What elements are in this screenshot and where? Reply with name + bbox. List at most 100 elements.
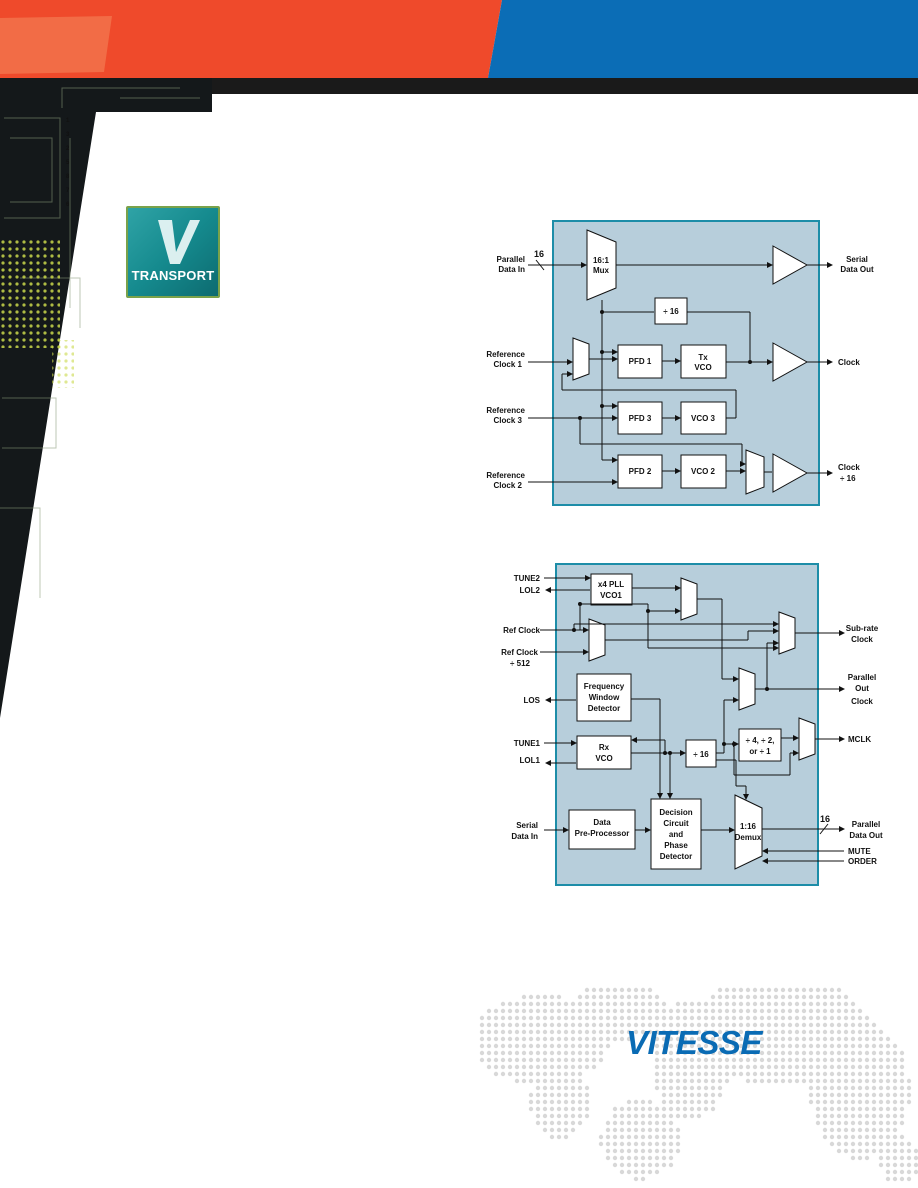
tx-vco2-label: VCO 2 [691, 467, 716, 476]
tx-parallel-in-l1: Parallel [497, 255, 525, 264]
rx-pll-l2: VCO1 [600, 591, 622, 600]
tx-txvco-label2: VCO [694, 363, 711, 372]
rx-freqwin-l1: Frequency [584, 682, 625, 691]
tx-pfd3-label: PFD 3 [629, 414, 652, 423]
svg-text:2: 2 [66, 146, 70, 152]
rx-mux-ref [588, 618, 606, 662]
tx-serial-out-l1: Serial [846, 255, 868, 264]
rx-freqwin-l3: Detector [588, 704, 620, 713]
dotted-world-map [479, 987, 918, 1182]
tx-serial-out-l2: Data Out [840, 265, 874, 274]
tx-ref3-l1: Reference [486, 406, 525, 415]
transmitter-block-diagram: 16:1 Mux ÷ 16 PFD 1 Tx VCO PFD 3 VCO 3 P… [486, 220, 874, 506]
tx-vco2-block [680, 454, 727, 489]
rx-div16-block [685, 739, 717, 768]
tx-pfd2-label: PFD 2 [629, 467, 652, 476]
svg-text:8: 8 [66, 174, 70, 180]
tx-ref2-l2: Clock 2 [494, 481, 523, 490]
rx-decision-block [650, 798, 702, 870]
rx-order-label: ORDER [848, 857, 877, 866]
rx-tune2-label: TUNE2 [514, 574, 541, 583]
rx-pll-l1: x4 PLL [598, 580, 624, 589]
rx-mux-a [680, 577, 698, 621]
tx-parallel-in-l2: Data In [498, 265, 525, 274]
tx-clock16-driver [772, 453, 809, 493]
receiver-block-diagram: x4 PLL VCO1 Frequency Window Detector Rx… [501, 563, 883, 886]
rx-decision-l2: Circuit [663, 819, 689, 828]
rx-preproc-l2: Pre-Processor [575, 829, 630, 838]
svg-text:3: 3 [66, 132, 70, 138]
rx-div4-l2: or ÷ 1 [749, 747, 771, 756]
rx-pll-block [590, 573, 633, 606]
svg-text:5: 5 [66, 160, 70, 166]
tx-mux-block [586, 229, 617, 301]
rx-demux-l2: Demux [735, 833, 762, 842]
rx-decision-l4: Phase [664, 841, 688, 850]
rx-rxvco-l1: Rx [599, 743, 610, 752]
rx-mclk-label: MCLK [848, 735, 871, 744]
tx-clock-out: Clock [838, 358, 860, 367]
tx-txvco-label: Tx [698, 353, 708, 362]
rx-rxvco-l2: VCO [595, 754, 612, 763]
rx-parout-l1: Parallel [852, 820, 880, 829]
tx-ref2-l1: Reference [486, 471, 525, 480]
svg-text:6: 6 [66, 202, 70, 208]
rx-div4-l1: ÷ 4, ÷ 2, [746, 736, 775, 745]
tx-ref3-l2: Clock 3 [494, 416, 523, 425]
tx-mux-label: 16:1 [593, 256, 610, 265]
v-transport-logo: TRANSPORT [126, 206, 220, 298]
tx-pfd1-label: PFD 1 [629, 357, 652, 366]
rx-demux-l1: 1:16 [740, 822, 757, 831]
svg-text:7: 7 [66, 188, 70, 194]
tx-bus-width: 16 [534, 249, 544, 259]
rx-bus-width: 16 [820, 814, 830, 824]
tx-clock16-mux [745, 449, 765, 495]
vitesse-logo: VITESSE [626, 1024, 762, 1061]
rx-decision-l1: Decision [659, 808, 692, 817]
rx-decision-l5: Detector [660, 852, 692, 861]
rx-parclk-l1: Parallel [848, 673, 876, 682]
tx-clock-driver [772, 342, 809, 382]
v-logo-icon [158, 220, 200, 264]
rx-lol1-label: LOL1 [520, 756, 541, 765]
rx-tune1-label: TUNE1 [514, 739, 541, 748]
tx-div16-label: ÷ 16 [663, 307, 679, 316]
rx-serial-in-l2: Data In [511, 832, 538, 841]
tx-mux-label2: Mux [593, 266, 610, 275]
rx-los-label: LOS [524, 696, 541, 705]
rx-refclk512-l2: ÷ 512 [510, 659, 531, 668]
tx-serial-driver [772, 245, 809, 285]
rx-subrate-l1: Sub-rate [846, 624, 879, 633]
rx-mux-subrate [778, 611, 796, 655]
rx-parclk-l2: Out [855, 684, 869, 693]
tx-vco3-block [680, 401, 727, 435]
svg-text:1: 1 [66, 118, 70, 124]
rx-refclk-label: Ref Clock [503, 626, 540, 635]
rx-demux-block [734, 794, 763, 870]
tx-clock16-l2: ÷ 16 [840, 474, 856, 483]
rx-lol2-label: LOL2 [520, 586, 541, 595]
rx-subrate-l2: Clock [851, 635, 873, 644]
rx-rxvco-block [576, 735, 632, 770]
circuit-board-graphic: 1 3 2 5 8 7 6 [0, 78, 212, 718]
tx-ref-mux [572, 337, 590, 381]
rx-parclk-l3: Clock [851, 697, 873, 706]
rx-mux-parclk [738, 667, 756, 711]
rx-freqwin-l2: Window [589, 693, 620, 702]
rx-freqwin-block [576, 673, 632, 722]
rx-parout-l2: Data Out [849, 831, 883, 840]
rx-div16-label: ÷ 16 [693, 750, 709, 759]
tx-clock16-l1: Clock [838, 463, 860, 472]
rx-serial-in-l1: Serial [516, 821, 538, 830]
tx-ref1-l1: Reference [486, 350, 525, 359]
rx-mux-mclk [798, 717, 816, 761]
rx-preproc-l1: Data [593, 818, 611, 827]
rx-refclk512-l1: Ref Clock [501, 648, 538, 657]
tx-div16-block [654, 297, 688, 325]
rx-div4-block [738, 728, 782, 762]
tx-ref1-l2: Clock 1 [494, 360, 523, 369]
rx-decision-l3: and [669, 830, 683, 839]
tx-vco3-label: VCO 3 [691, 414, 716, 423]
rx-mute-label: MUTE [848, 847, 871, 856]
logo-caption: TRANSPORT [131, 268, 215, 283]
